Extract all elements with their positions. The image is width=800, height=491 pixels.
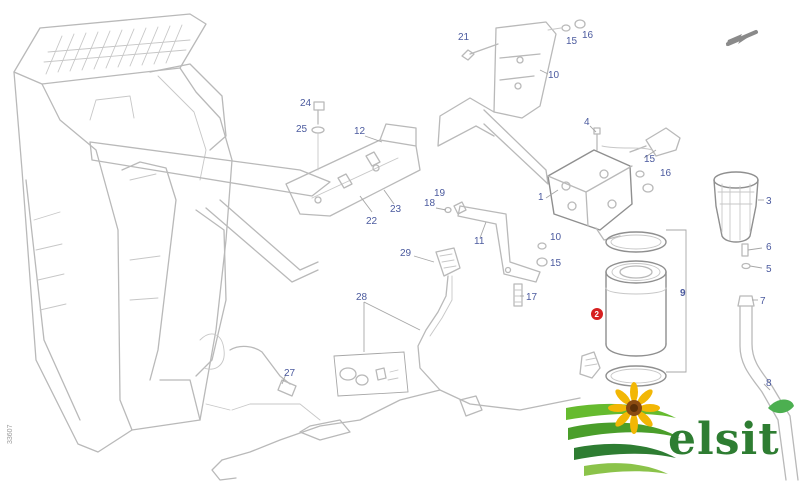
- washer-bolt-18-19: [444, 201, 467, 215]
- callout-24[interactable]: 24: [300, 98, 312, 109]
- callout-4[interactable]: 4: [584, 117, 590, 128]
- bracket-11: [457, 205, 541, 283]
- elsit-logo-text: elsit: [668, 414, 780, 465]
- callout-29[interactable]: 29: [400, 248, 412, 259]
- filter-head-1: [547, 149, 633, 241]
- callout-28[interactable]: 28: [356, 292, 368, 303]
- callout-15-mid[interactable]: 15: [550, 258, 562, 269]
- washer-nut-15-16-top: [547, 19, 586, 32]
- bolt-24-washer-25: [311, 101, 325, 171]
- radiator-assembly: [13, 13, 233, 453]
- kit-9-bracket: [666, 229, 687, 373]
- callout-8[interactable]: 8: [766, 378, 772, 389]
- callout-21[interactable]: 21: [458, 32, 470, 43]
- sunflower-icon: [608, 382, 660, 434]
- drain-valve: [579, 351, 601, 379]
- callout-16-right[interactable]: 16: [660, 168, 672, 179]
- callout-7[interactable]: 7: [760, 296, 766, 307]
- direction-arrow: [726, 30, 758, 46]
- callout-5[interactable]: 5: [766, 264, 772, 275]
- callout-1[interactable]: 1: [538, 192, 544, 203]
- callout-15-right[interactable]: 15: [644, 154, 656, 165]
- callout-10-top[interactable]: 10: [548, 70, 560, 81]
- support-strap: [89, 141, 331, 283]
- selected-callout-marker[interactable]: [591, 308, 603, 320]
- washer-6: [741, 262, 751, 270]
- callout-25[interactable]: 25: [296, 124, 308, 135]
- seal-ring-upper: [605, 231, 667, 253]
- water-separator-bowl-3: [713, 171, 759, 243]
- fitting-upper: [601, 127, 681, 157]
- washer-nut-15-16-right: [635, 170, 654, 193]
- callout-22[interactable]: 22: [366, 216, 378, 227]
- callout-19[interactable]: 19: [434, 188, 446, 199]
- connector-kit-28: [333, 351, 409, 397]
- fuel-filter-cartridge-2: [605, 260, 667, 357]
- green-swoosh-icon: [566, 403, 680, 476]
- callout-6[interactable]: 6: [766, 242, 772, 253]
- bolt-17: [513, 283, 523, 307]
- callout-9[interactable]: 9: [680, 288, 686, 299]
- wiring-harness-28: [205, 247, 581, 481]
- callout-18[interactable]: 18: [424, 198, 436, 209]
- callout-16-top[interactable]: 16: [582, 30, 594, 41]
- callout-numbers: 21 15 16 10 24 25 12 4 15 16 1 19 18 23 …: [284, 30, 772, 389]
- drawing-id-label: 33607: [7, 424, 14, 444]
- mounting-bracket-10: [437, 21, 557, 185]
- bolt-21: [461, 43, 499, 61]
- callout-17[interactable]: 17: [526, 292, 538, 303]
- callout-27[interactable]: 27: [284, 368, 296, 379]
- drain-plug-5: [741, 243, 749, 257]
- leader-lines: [281, 69, 771, 391]
- nipple-7: [737, 295, 755, 307]
- callout-2-selected[interactable]: 2: [595, 310, 600, 319]
- callout-23[interactable]: 23: [390, 204, 402, 215]
- callout-3[interactable]: 3: [766, 196, 772, 207]
- callout-15-top[interactable]: 15: [566, 36, 578, 47]
- drain-hose-8: [739, 305, 799, 481]
- seal-ring-lower: [605, 365, 667, 387]
- screw-4: [593, 127, 601, 151]
- callout-16-mid[interactable]: 10: [550, 232, 562, 243]
- callout-11[interactable]: 11: [474, 236, 485, 247]
- mounting-bracket-12: [285, 123, 421, 217]
- washer-nut-15-16-mid: [536, 242, 548, 267]
- callout-12[interactable]: 12: [354, 126, 366, 137]
- leaf-icon: [768, 399, 794, 414]
- elsit-logo: elsit: [566, 382, 794, 476]
